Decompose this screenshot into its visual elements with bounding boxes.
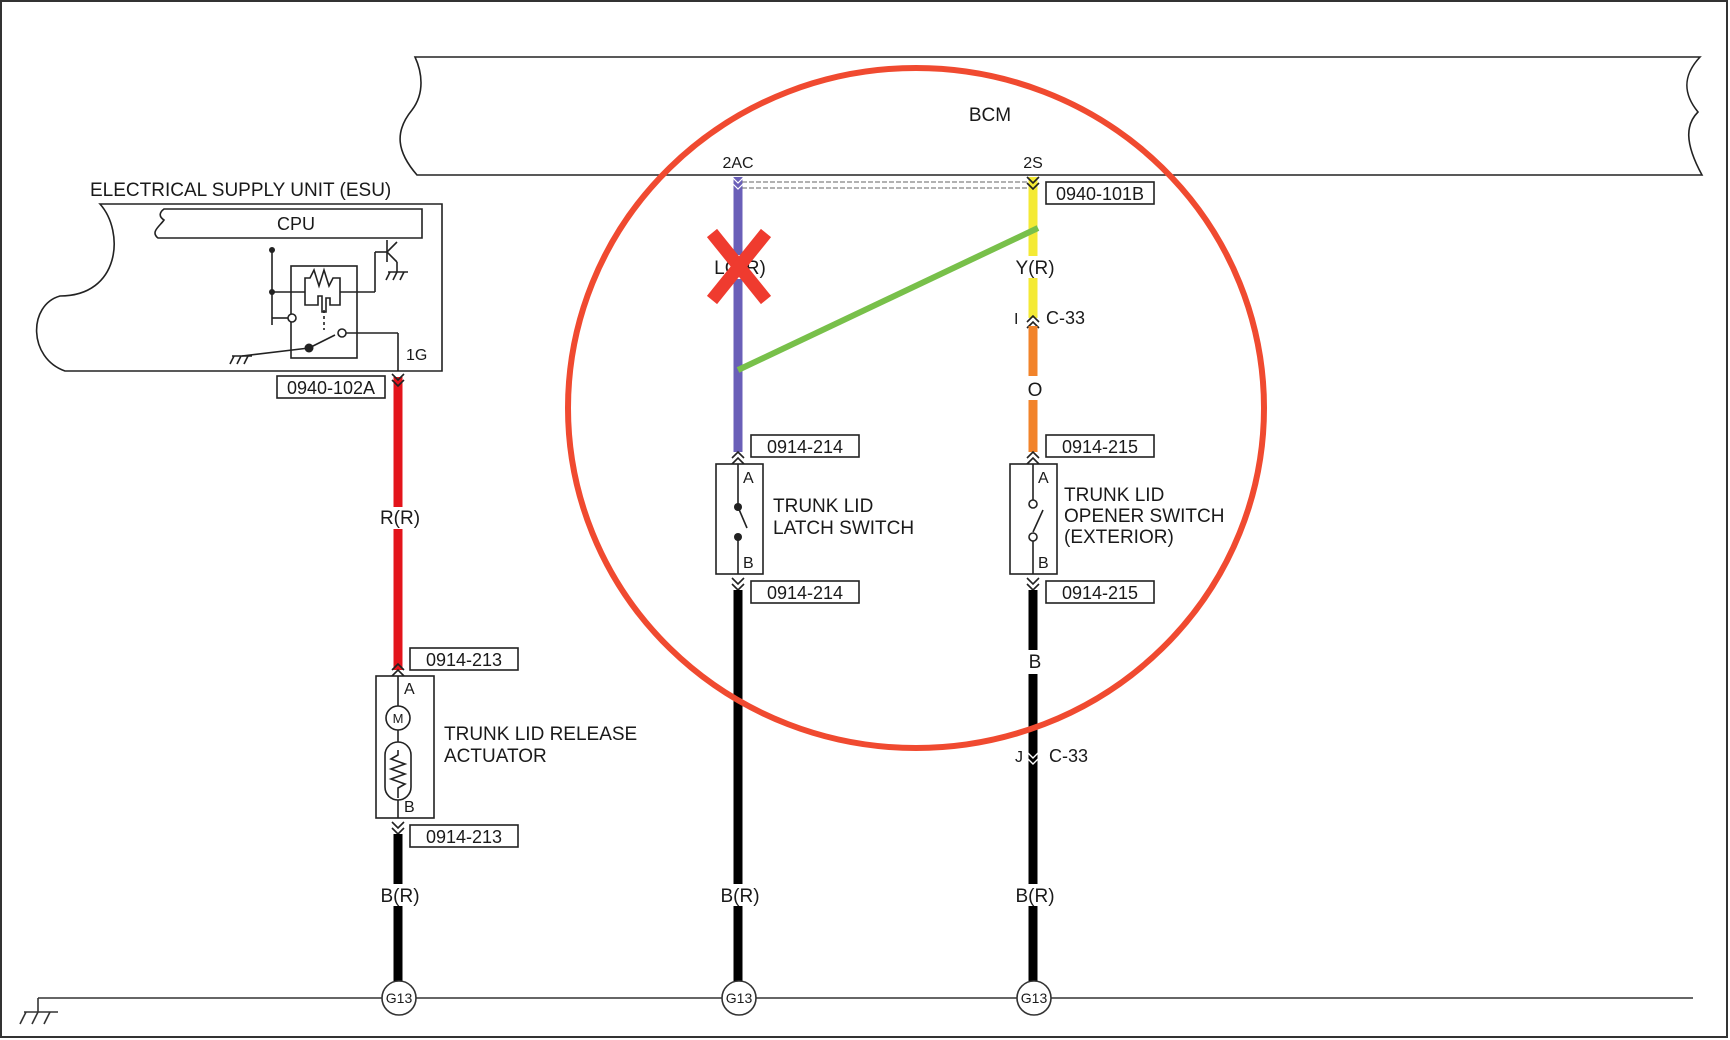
bcm-pin-2ac: 2AC [722, 155, 753, 172]
svg-text:I: I [1014, 311, 1018, 328]
wire-label-b-r-left: B(R) [380, 886, 419, 907]
svg-text:C-33: C-33 [1049, 746, 1088, 766]
esu-module: ELECTRICAL SUPPLY UNIT (ESU) CPU [35, 180, 443, 372]
annotation-circle [565, 65, 1267, 751]
ground-g13-left: G13 [381, 980, 417, 1016]
latch-switch-label-2: LATCH SWITCH [773, 518, 914, 539]
trunk-lid-release-actuator: A M B [375, 675, 435, 819]
svg-text:0940-102A: 0940-102A [287, 378, 375, 398]
svg-text:M: M [393, 711, 404, 726]
bcm-label: BCM [969, 105, 1011, 126]
esu-circuit: 0940-102A R(R) 0914-213 A M B TRUNK LID … [276, 373, 637, 1016]
opener-switch-label-3: (EXTERIOR) [1064, 527, 1174, 548]
actuator-label-2: ACTUATOR [444, 746, 547, 767]
trunk-lid-opener-switch: A B [1009, 463, 1058, 575]
wire-label-y-r: Y(R) [1015, 258, 1054, 279]
svg-text:G13: G13 [726, 990, 753, 1006]
joint-c33-i: I C-33 [1014, 308, 1085, 329]
annotation-x-mark [706, 228, 772, 305]
svg-text:B: B [404, 799, 415, 816]
connector-0940-102a: 0940-102A [276, 375, 386, 399]
wire-label-r-r: R(R) [380, 508, 420, 529]
ground-g13-mid: G13 [721, 980, 757, 1016]
svg-text:A: A [743, 470, 754, 487]
svg-text:0914-213: 0914-213 [426, 827, 502, 847]
connector-0914-215-bottom: 0914-215 [1045, 580, 1155, 604]
svg-text:J: J [1015, 749, 1023, 766]
wire-label-b-r-right: B(R) [1015, 886, 1054, 907]
svg-text:G13: G13 [1021, 990, 1048, 1006]
svg-text:0940-101B: 0940-101B [1056, 184, 1144, 204]
connector-0940-101b: 0940-101B [1045, 181, 1155, 205]
svg-text:B: B [743, 555, 754, 572]
trunk-lid-latch-switch: A B [715, 463, 764, 575]
svg-text:A: A [404, 681, 415, 698]
svg-text:C-33: C-33 [1046, 308, 1085, 328]
ground-g13-right: G13 [1016, 980, 1052, 1016]
wire-label-b-r-mid: B(R) [720, 886, 759, 907]
svg-text:0914-215: 0914-215 [1062, 583, 1138, 603]
connector-0914-214-bottom: 0914-214 [750, 580, 860, 604]
joint-c33-j: J C-33 [1015, 746, 1088, 766]
bcm-module: BCM [399, 56, 1704, 176]
opener-switch-label-2: OPENER SWITCH [1064, 506, 1224, 527]
connector-0914-215-top: 0914-215 [1045, 434, 1155, 458]
svg-text:G13: G13 [386, 990, 413, 1006]
bcm-pin-2s: 2S [1023, 155, 1043, 172]
opener-circuit: 2S 0940-101B Y(R) I C-33 O 0914-215 [742, 155, 1224, 1016]
wire-label-b: B [1029, 652, 1042, 673]
svg-text:B: B [1038, 555, 1049, 572]
svg-text:A: A [1038, 470, 1049, 487]
latch-circuit: 2AC LG(R) 0914-214 A B TRUNK LID LATCH S… [704, 155, 914, 1016]
annotation-jumper-wire [736, 225, 1040, 373]
esu-pin-1g: 1G [406, 347, 427, 364]
esu-title: ELECTRICAL SUPPLY UNIT (ESU) [90, 180, 391, 201]
ground-bus [19, 997, 1693, 1025]
latch-switch-label: TRUNK LID [773, 496, 873, 517]
opener-switch-label: TRUNK LID [1064, 485, 1164, 506]
actuator-label: TRUNK LID RELEASE [444, 724, 637, 745]
wire-label-o: O [1028, 380, 1043, 401]
svg-text:0914-214: 0914-214 [767, 437, 843, 457]
esu-cpu-label: CPU [277, 214, 315, 234]
svg-text:0914-213: 0914-213 [426, 650, 502, 670]
svg-text:0914-214: 0914-214 [767, 583, 843, 603]
esu-relay-icon [229, 240, 408, 371]
connector-0914-214-top: 0914-214 [750, 434, 860, 458]
connector-0914-213-top: 0914-213 [409, 647, 519, 671]
annotation-overlay [565, 65, 1267, 751]
connector-0914-213-bottom: 0914-213 [409, 824, 519, 848]
svg-text:0914-215: 0914-215 [1062, 437, 1138, 457]
